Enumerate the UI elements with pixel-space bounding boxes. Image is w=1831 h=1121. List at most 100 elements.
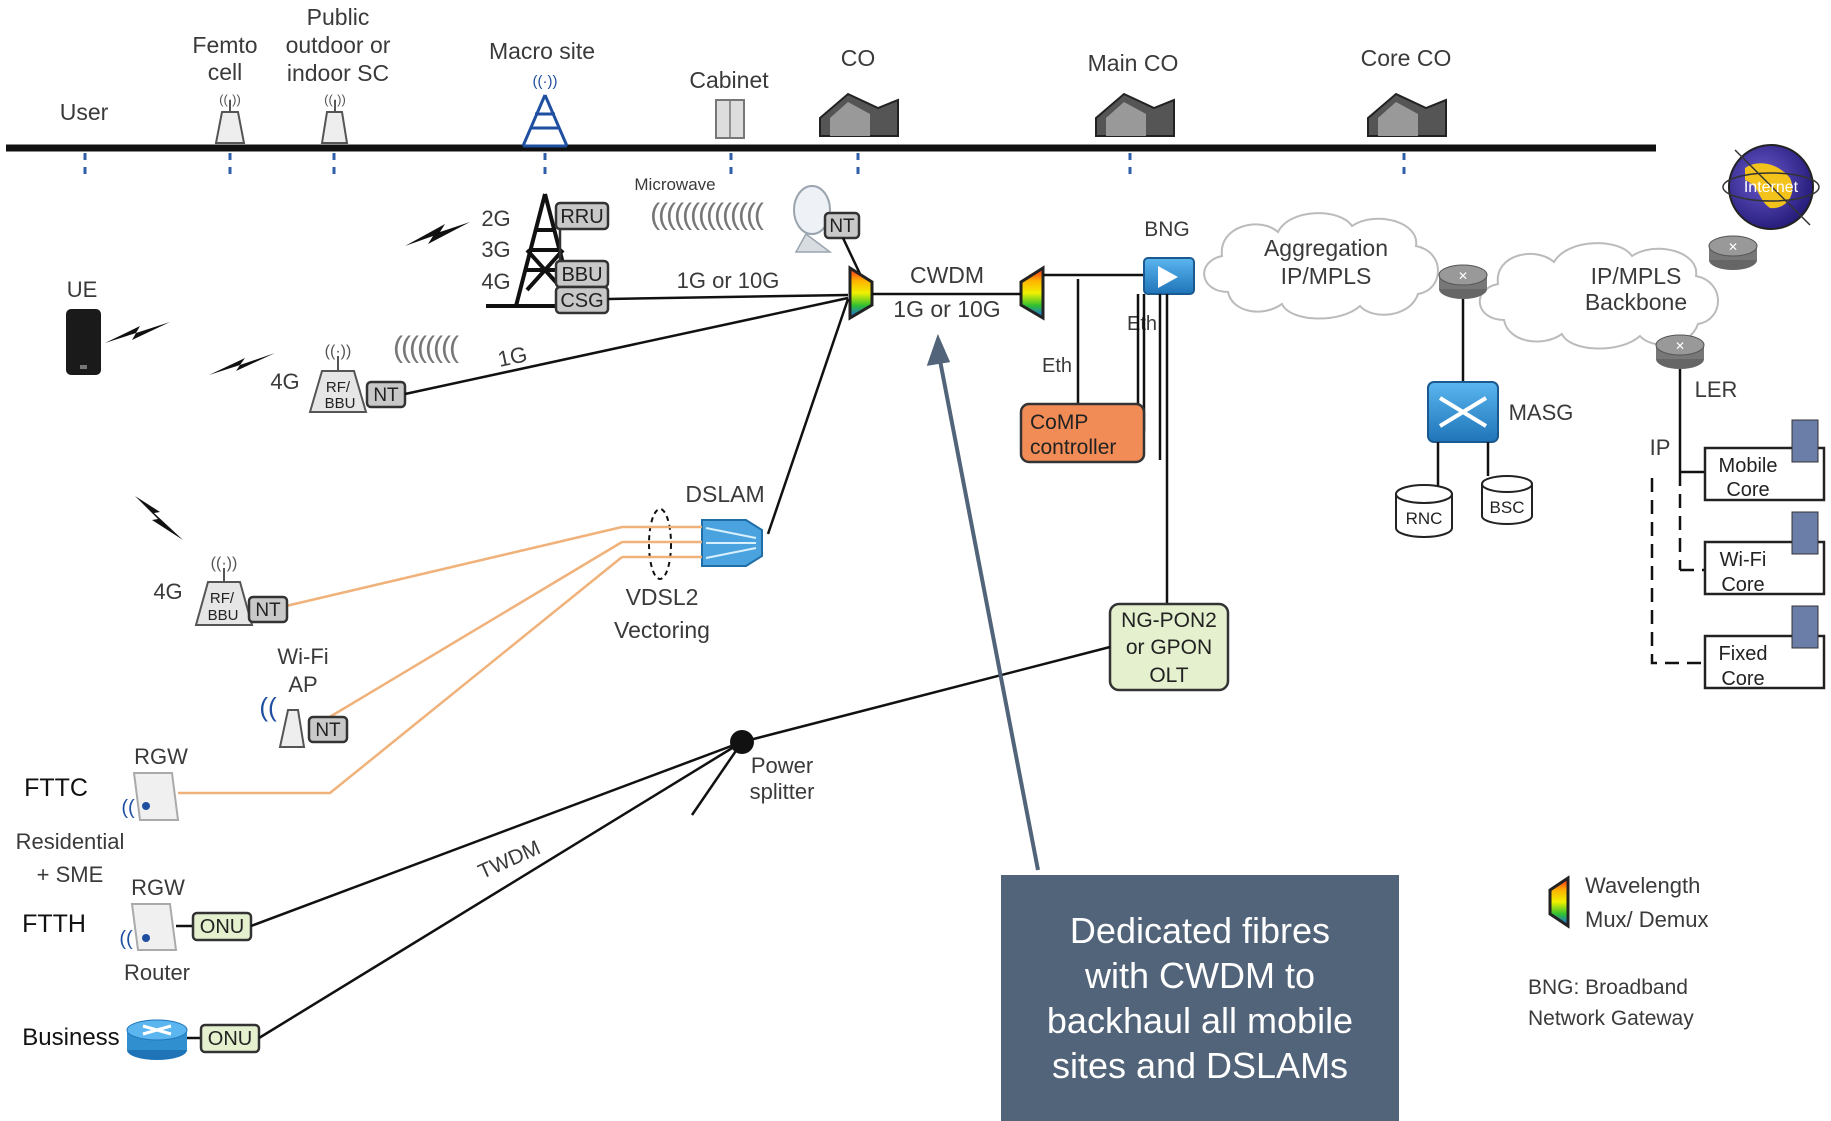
svg-text:BSC: BSC: [1490, 498, 1525, 517]
cabinet-icon: [715, 99, 745, 139]
csg-box: CSG: [554, 285, 610, 315]
ftth-label: FTTH: [22, 910, 86, 938]
legend-wavelength-1: Wavelength: [1585, 873, 1700, 898]
nt-box-lower-small-cell: NT: [247, 595, 289, 624]
wifi-ap-label-2: AP: [288, 672, 317, 697]
macro-site-tower-icon: ((·)): [521, 73, 569, 148]
svg-text:RNC: RNC: [1406, 509, 1443, 528]
power-splitter-node: [730, 730, 754, 754]
ler-router-icon: ✕: [1655, 334, 1705, 369]
core-co-building-icon: [1367, 92, 1447, 137]
aggregation-cloud-label-2: IP/MPLS: [1281, 263, 1372, 289]
rf-bbu-lower-icon: RF/ BBU ((·)): [194, 555, 254, 626]
svg-text:NT: NT: [373, 385, 399, 406]
pon-fibres: [250, 645, 1111, 1040]
svg-text:Core: Core: [1721, 574, 1764, 596]
svg-text:((·)): ((·)): [219, 92, 241, 107]
legend-wavelength-2: Mux/ Demux: [1585, 907, 1708, 932]
vdsl2-label: VDSL2: [626, 584, 699, 610]
public-sc-label-2: outdoor or: [286, 32, 391, 58]
cwdm-mux-left: [848, 265, 874, 321]
ler-to-wifi-core-link: [1678, 472, 1705, 572]
svg-text:((·)): ((·)): [324, 92, 346, 107]
internet-label: Internet: [1744, 179, 1799, 196]
svg-text:((: ((: [259, 692, 277, 722]
svg-text:Core: Core: [1726, 479, 1769, 501]
svg-text:Mobile: Mobile: [1719, 455, 1778, 477]
svg-text:CSG: CSG: [560, 290, 603, 312]
masg-label: MASG: [1509, 400, 1574, 425]
svg-text:((: ((: [119, 928, 133, 950]
link-1g-label: 1G: [495, 341, 529, 372]
backbone-cloud: [1478, 242, 1719, 350]
router-label: Router: [124, 960, 190, 985]
macro-site-label: Macro site: [489, 38, 595, 64]
svg-text:✕: ✕: [1675, 339, 1685, 353]
femto-cell-label-2: cell: [208, 59, 243, 85]
femto-cell-icon: ((·)): [214, 92, 246, 144]
residential-sme-label-1: Residential: [16, 829, 125, 854]
bng-router-icon: [1143, 257, 1195, 295]
microwave-label: Microwave: [634, 175, 715, 194]
aggregation-cloud: [1203, 212, 1439, 320]
svg-text:((·)): ((·)): [325, 343, 352, 360]
nt-box-microwave: NT: [823, 211, 861, 240]
nt-box-small-cell: NT: [365, 380, 407, 409]
fttc-label: FTTC: [24, 774, 88, 802]
cwdm-demux-right: [1019, 265, 1045, 321]
tech-2g-label: 2G: [481, 206, 510, 231]
rru-box: RRU: [554, 201, 610, 231]
backbone-cloud-label-1: IP/MPLS: [1591, 263, 1682, 289]
svg-text:✕: ✕: [1728, 240, 1738, 254]
rf-bbu-small-cell-icon: RF/ BBU ((·)): [308, 343, 368, 413]
ue-label: UE: [67, 277, 98, 302]
rgw-ftth-icon: ((: [119, 903, 178, 951]
link-1g-10g-label: 1G or 10G: [677, 268, 780, 293]
wifi-ap-label-1: Wi-Fi: [277, 644, 328, 669]
aggregation-cloud-label-1: Aggregation: [1264, 235, 1388, 261]
main-co-label: Main CO: [1088, 50, 1179, 76]
microwave-waves: ((((((((((((((: [650, 198, 764, 231]
svg-text:NT: NT: [315, 720, 341, 741]
rgw-fttc-icon: ((: [121, 772, 180, 821]
bbu-box: BBU: [554, 259, 610, 289]
business-label: Business: [22, 1024, 119, 1051]
svg-text:NT: NT: [255, 600, 281, 621]
svg-text:OLT: OLT: [1149, 664, 1188, 687]
public-sc-label-1: Public: [307, 4, 370, 30]
residential-sme-label-2: + SME: [37, 862, 104, 887]
small-cell-icon: ((·)): [320, 92, 349, 144]
wavelength-mux-legend-icon: [1548, 875, 1570, 929]
comp-controller-box: CoMP controller: [1019, 402, 1146, 464]
co-label: CO: [841, 45, 876, 71]
callout-box: Dedicated fibres with CWDM to backhaul a…: [1001, 875, 1399, 1121]
svg-text:Wi-Fi: Wi-Fi: [1720, 549, 1767, 571]
onu-box-business: ONU: [199, 1023, 261, 1054]
vdsl2-bundle-ellipse: [648, 508, 672, 580]
backbone-cloud-label-2: Backbone: [1585, 289, 1687, 315]
timeline-ticks: [83, 153, 1406, 180]
main-co-building-icon: [1095, 92, 1175, 137]
bsc-db-icon: BSC: [1481, 475, 1533, 525]
svg-text:BBU: BBU: [561, 264, 602, 286]
core-co-label: Core CO: [1361, 45, 1452, 71]
svg-text:((·)): ((·)): [211, 555, 238, 572]
business-router-icon: [126, 1019, 188, 1060]
vectoring-label: Vectoring: [614, 617, 710, 643]
internet-globe-icon: [1722, 144, 1820, 230]
user-label: User: [60, 99, 109, 125]
dslam-label: DSLAM: [685, 481, 764, 507]
small-cell-to-mux-link: [404, 296, 849, 396]
bng-note-2: Network Gateway: [1528, 1007, 1694, 1030]
co-building-icon: [819, 92, 899, 137]
ip-label: IP: [1650, 435, 1671, 460]
svg-text:NT: NT: [829, 216, 855, 237]
twdm-label: TWDM: [475, 836, 544, 884]
svg-text:RF/: RF/: [210, 590, 235, 607]
backbone-router-icon: ✕: [1708, 235, 1758, 270]
wifi-ap-icon: ((: [259, 692, 306, 748]
svg-text:controller: controller: [1030, 436, 1116, 459]
rnc-db-icon: RNC: [1395, 484, 1453, 538]
